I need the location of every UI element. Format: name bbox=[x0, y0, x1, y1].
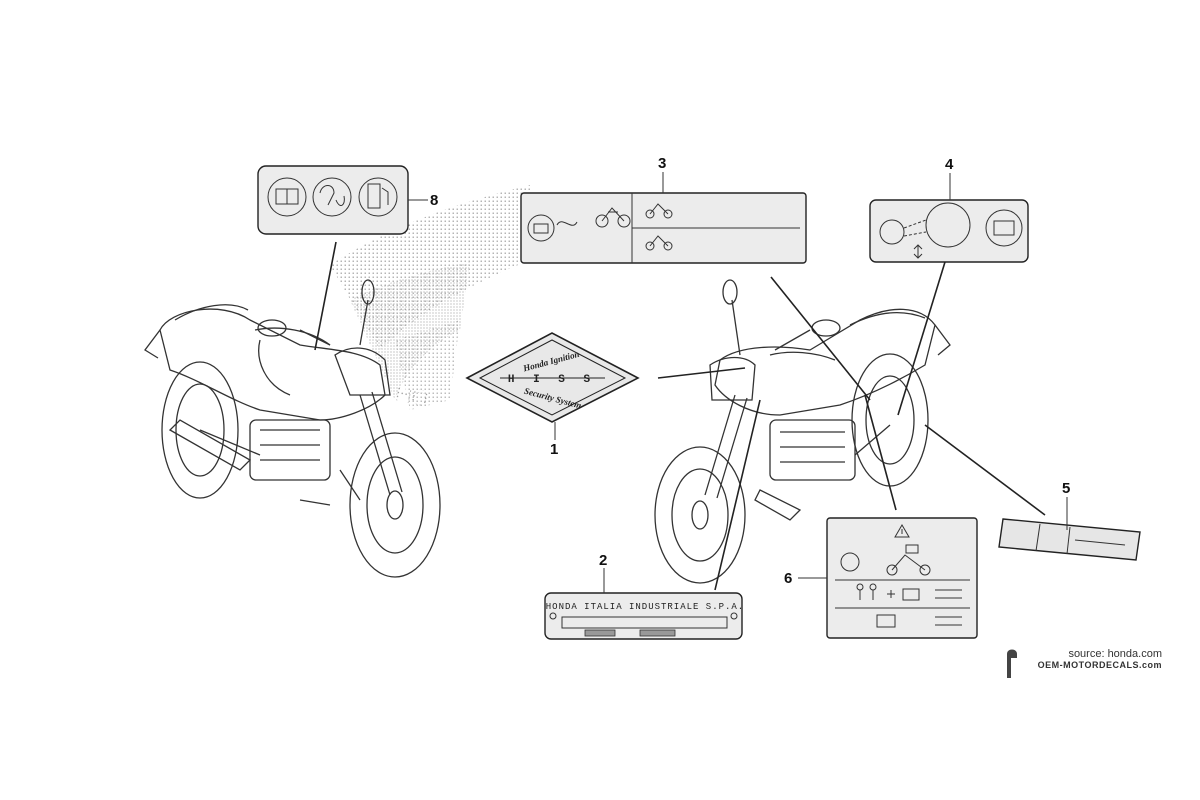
callout-1: 1 bbox=[550, 441, 558, 458]
helmet-logo-icon bbox=[1006, 649, 1017, 678]
watermark: source: honda.com OEM-MOTORDECALS.com bbox=[1006, 648, 1162, 678]
callout-3: 3 bbox=[658, 155, 666, 172]
label-8-caution-icons bbox=[257, 165, 409, 235]
watermark-site: OEM-MOTORDECALS.com bbox=[1037, 660, 1162, 670]
callout-2: 2 bbox=[599, 552, 607, 569]
plate-text: HONDA ITALIA INDUSTRIALE S.P.A. bbox=[546, 602, 744, 612]
label-5-strip bbox=[998, 518, 1141, 561]
label-2-manufacturer-plate: HONDA ITALIA INDUSTRIALE S.P.A. bbox=[544, 592, 744, 640]
callout-6: 6 bbox=[784, 570, 792, 587]
label-1-hiss-diamond: Honda Ignition H I S S Security System bbox=[465, 332, 640, 423]
label-6-battery-caution bbox=[826, 517, 978, 639]
leader-lines bbox=[314, 172, 1068, 593]
callout-8: 8 bbox=[430, 192, 438, 209]
watermark-source: source: honda.com bbox=[1068, 648, 1162, 660]
callout-5: 5 bbox=[1062, 480, 1070, 497]
svg-text:HO: HO bbox=[393, 380, 430, 411]
label-4-headlight-aim bbox=[869, 199, 1029, 263]
hiss-center-text: H I S S bbox=[508, 374, 596, 386]
callout-4: 4 bbox=[945, 156, 954, 173]
label-3-tire-info bbox=[520, 192, 807, 264]
motorcycle-left-view bbox=[144, 279, 441, 578]
